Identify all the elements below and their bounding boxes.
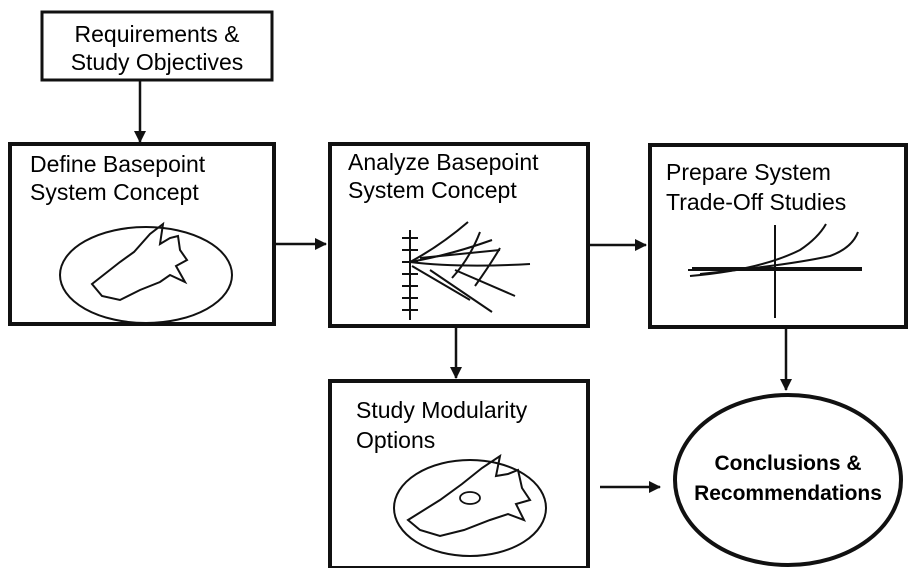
modularity-label-line2: Options (356, 427, 435, 453)
prepare-label-line2: Trade-Off Studies (666, 189, 846, 215)
tradeoff-plot-icon (688, 223, 862, 318)
prepare-box: Prepare System Trade-Off Studies (648, 143, 908, 329)
conclusions-node: Conclusions & Recommendations (673, 393, 903, 567)
aircraft-oval-icon-2 (393, 453, 547, 557)
conclusions-label-line2: Recommendations (694, 482, 882, 505)
analyze-box: Analyze Basepoint System Concept (328, 142, 590, 328)
define-box: Define Basepoint System Concept (8, 142, 276, 326)
conclusions-label-line1: Conclusions & (714, 452, 861, 475)
define-label-line2: System Concept (30, 179, 199, 205)
aircraft-oval-icon (59, 221, 233, 324)
requirements-label-line2: Study Objectives (71, 49, 244, 75)
modularity-label-line1: Study Modularity (356, 397, 528, 423)
carpet-plot-icon (402, 221, 531, 320)
requirements-box: Requirements & Study Objectives (40, 10, 274, 82)
analyze-label-line1: Analyze Basepoint (348, 149, 539, 175)
prepare-label-line1: Prepare System (666, 159, 831, 185)
requirements-label-line1: Requirements & (75, 21, 240, 47)
analyze-label-line2: System Concept (348, 177, 517, 203)
define-label-line1: Define Basepoint (30, 151, 206, 177)
modularity-box: Study Modularity Options (328, 379, 590, 568)
